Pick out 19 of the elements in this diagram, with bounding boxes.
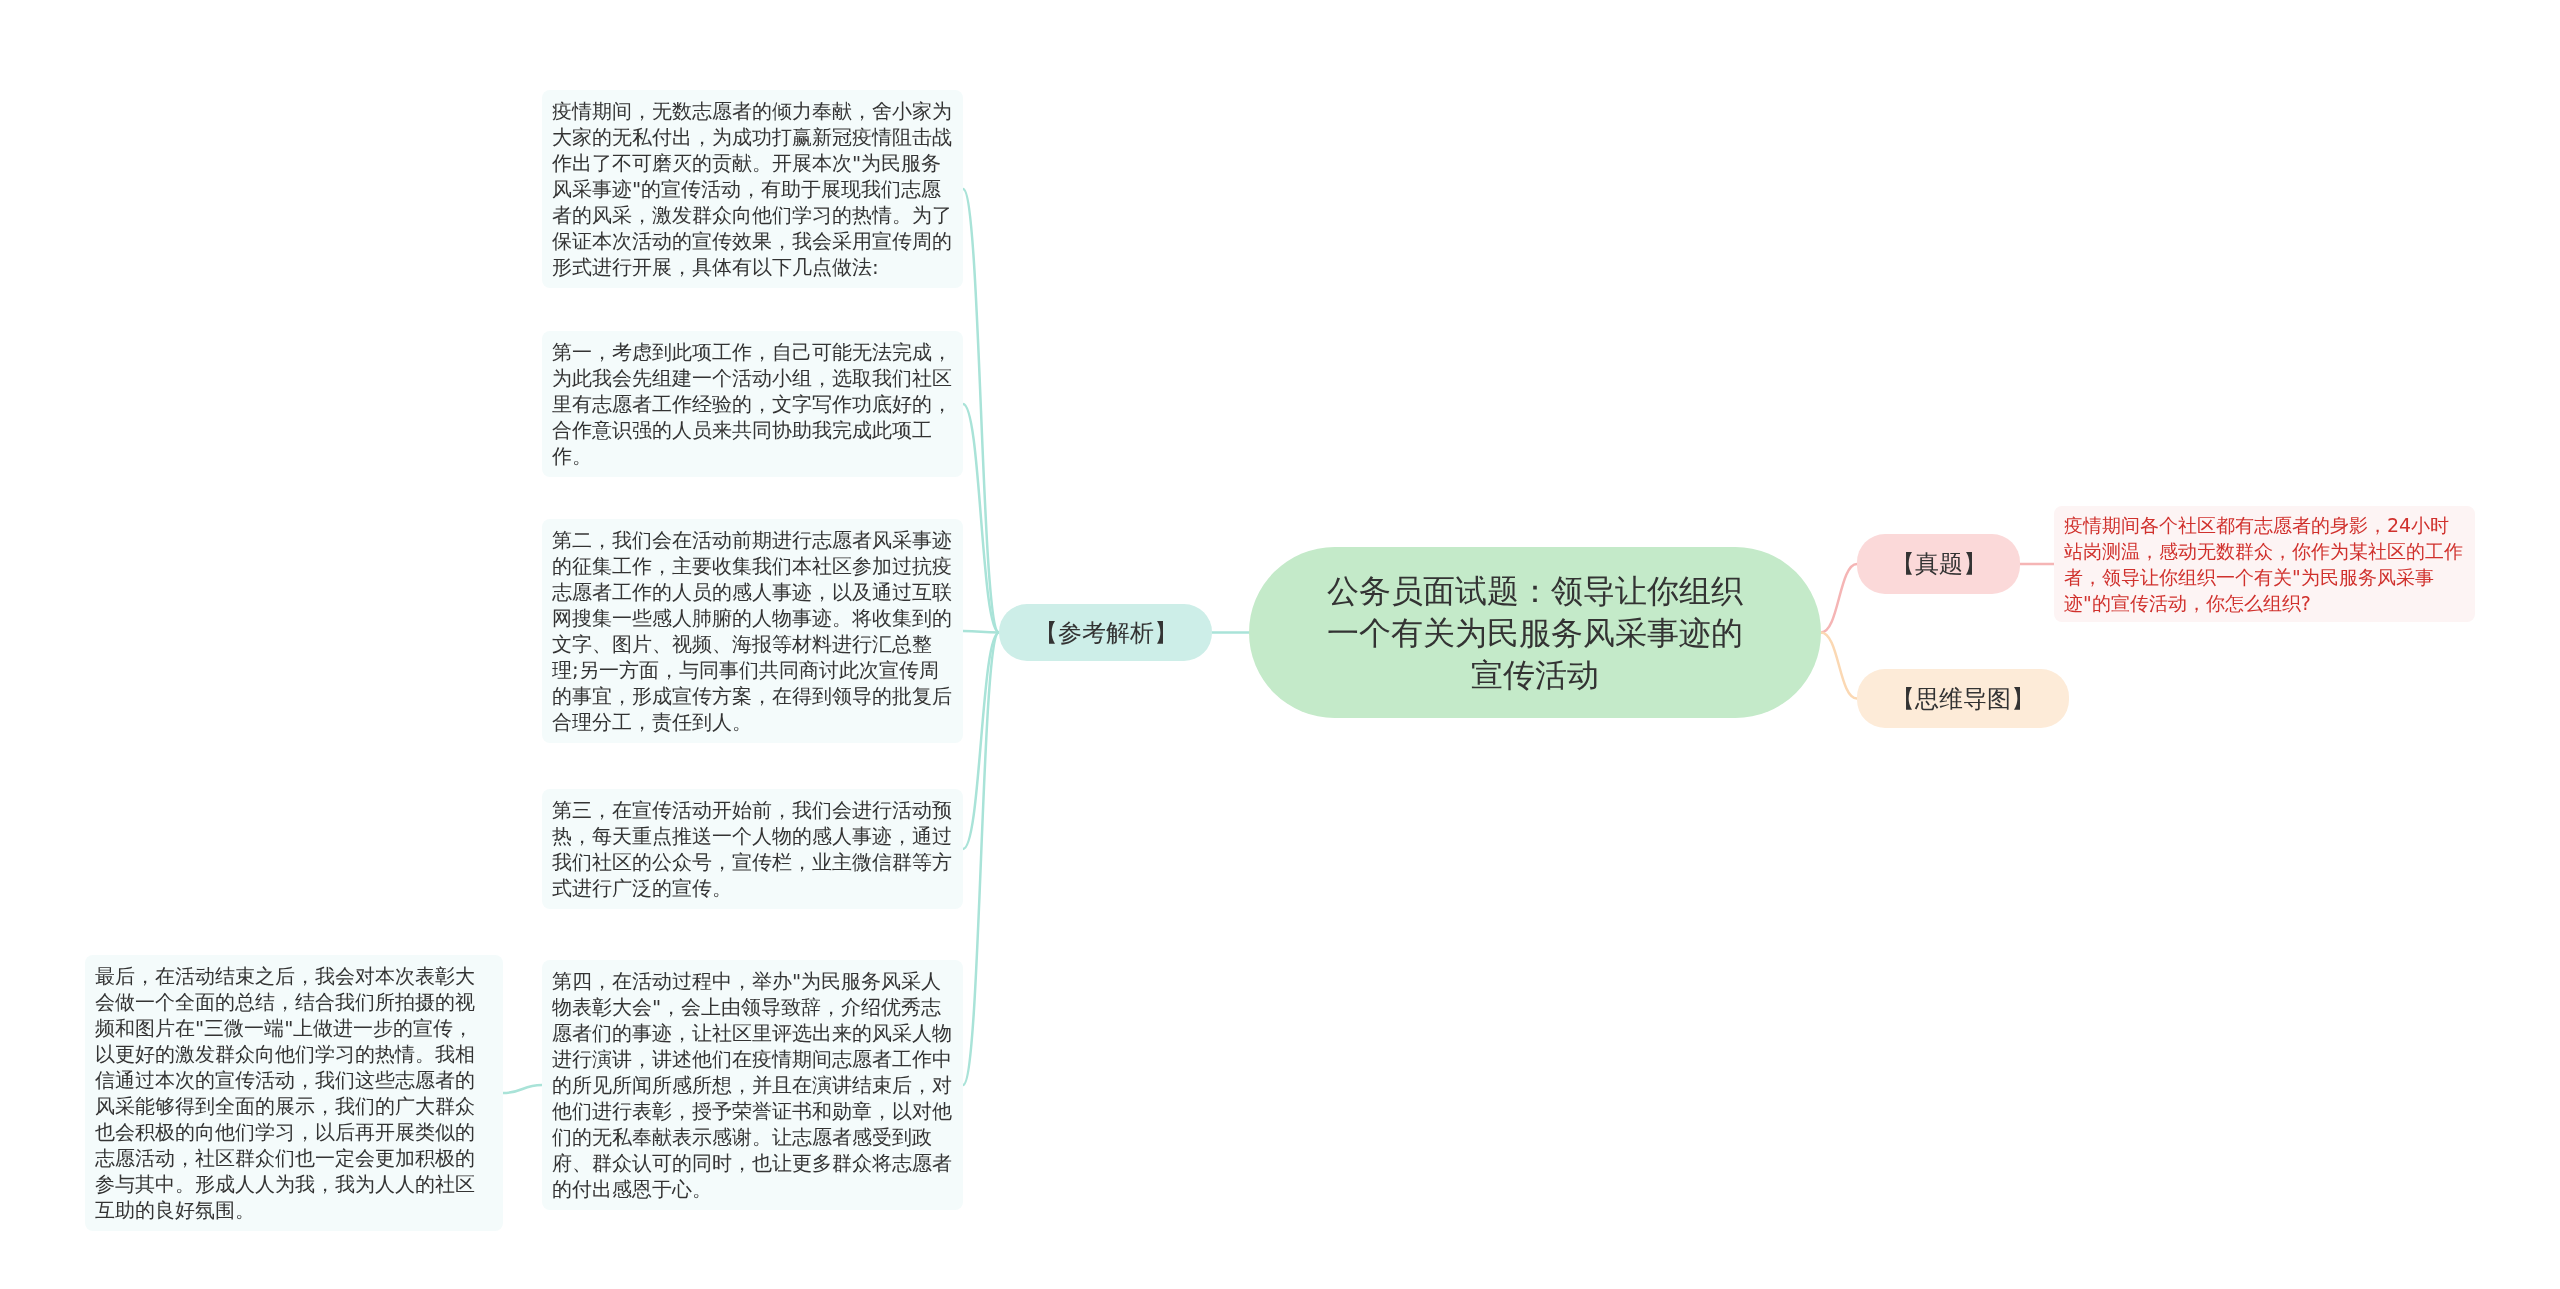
branch-topic: 【真题】 xyxy=(1857,534,2020,594)
text-card: 第二，我们会在活动前期进行志愿者风采事迹的征集工作，主要收集我们本社区参加过抗疫志愿者工作的人员的感人事迹，以及通过互联网搜集一些感人肺腑的人物事迹。将收集到的文字、图片、视频、海报等材料进行汇总整理;另一方面，与同事们共同商讨此次宣传周的事宜，形成宣传方案，在得到领导的批复后合理分工，责任到人。 xyxy=(542,519,963,743)
question-card: 疫情期间各个社区都有志愿者的身影，24小时站岗测温，感动无数群众，你作为某社区的工作者，领导让你组织一个有关"为民服务风采事迹"的宣传活动，你怎么组织? xyxy=(2054,506,2475,622)
text-card: 第四，在活动过程中，举办"为民服务风采人物表彰大会"，会上由领导致辞，介绍优秀志愿者们的事迹，让社区里评选出来的风采人物进行演讲，讲述他们在疫情期间志愿者工作中的所见所闻所感所想，并且在演讲结束后，对他们进行表彰，授予荣誉证书和勋章，以对他们的无私奉献表示感谢。让志愿者感受到政府、群众认可的同时，也让更多群众将志愿者的付出感恩于心。 xyxy=(542,960,963,1210)
text-card: 第一，考虑到此项工作，自己可能无法完成，为此我会先组建一个活动小组，选取我们社区里有志愿者工作经验的，文字写作功底好的，合作意识强的人员来共同协助我完成此项工作。 xyxy=(542,331,963,477)
connector-line xyxy=(963,629,999,634)
connector-line xyxy=(961,631,1001,1086)
root-topic: 公务员面试题：领导让你组织一个有关为民服务风采事迹的宣传活动 xyxy=(1249,547,1821,718)
branch-topic: 【参考解析】 xyxy=(999,604,1212,661)
connector-line xyxy=(1212,631,1249,634)
text-card: 最后，在活动结束之后，我会对本次表彰大会做一个全面的总结，结合我们所拍摄的视频和图片在"三微一端"上做进一步的宣传，以更好的激发群众向他们学习的热情。我相信通过本次的宣传活动，我们这些志愿者的风采能够得到全面的展示，我们的广大群众也会积极的向他们学习，以后再开展类似的志愿活动，社区群众们也一定会更加积极的参与其中。形成人人为我，我为人人的社区互助的良好氛围。 xyxy=(85,955,503,1231)
connector-line xyxy=(2020,562,2054,566)
branch-topic: 【思维导图】 xyxy=(1857,669,2069,728)
connector-line xyxy=(1820,562,1858,634)
text-card: 疫情期间，无数志愿者的倾力奉献，舍小家为大家的无私付出，为成功打赢新冠疫情阻击战作出了不可磨灭的贡献。开展本次"为民服务风采事迹"的宣传活动，有助于展现我们志愿者的风采，激发群众向他们学习的热情。为了保证本次活动的宣传效果，我会采用宣传周的形式进行开展，具体有以下几点做法: xyxy=(542,90,963,288)
connector-line xyxy=(962,403,1000,634)
connector-line xyxy=(502,1083,543,1095)
connector-line xyxy=(1820,631,1858,700)
text-card: 第三，在宣传活动开始前，我们会进行活动预热，每天重点推送一个人物的感人事迹，通过我们社区的公众号，宣传栏，业主微信群等方式进行广泛的宣传。 xyxy=(542,789,963,909)
